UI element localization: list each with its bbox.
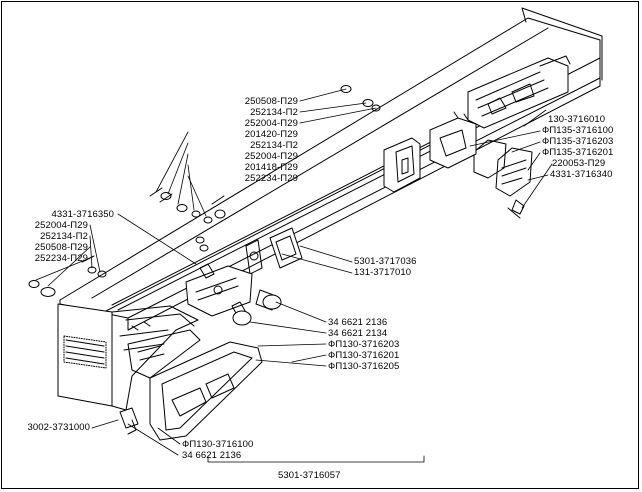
label-right-part-4: ФП135-3716201 — [542, 147, 614, 158]
label-top-fastener-5: 252134-П2 — [250, 140, 298, 151]
label-right-part-6: 4331-3716340 — [550, 169, 613, 180]
bulb-bottom — [119, 407, 139, 435]
right-lamp-small — [473, 139, 533, 219]
label-center-part-2: 131-3717010 — [354, 267, 412, 278]
left-lens-cover — [127, 329, 263, 441]
label-lower-right-5: ФП130-3716205 — [328, 361, 400, 372]
label-lower-right-1: 34 6621 2136 — [328, 317, 388, 328]
label-top-fastener-1: 250508-П29 — [244, 96, 298, 107]
label-top-fastener-8: 252234-П29 — [244, 173, 298, 184]
label-right-part-5: 220053-П29 — [552, 158, 606, 169]
label-lower-right-4: ФП130-3716201 — [328, 350, 400, 361]
label-right-part-2: ФП135-3716100 — [542, 125, 614, 136]
label-right-part-3: ФП135-3716203 — [542, 136, 614, 147]
label-lower-right-2: 34 6621 2134 — [328, 328, 388, 339]
label-top-fastener-3: 252004-П29 — [244, 118, 298, 129]
bulb-pair — [232, 294, 282, 326]
label-top-fastener-4: 201420-П29 — [244, 129, 298, 140]
label-top-fastener-6: 252004-П29 — [244, 151, 298, 162]
center-lamp-plate — [245, 227, 303, 275]
leader-lines — [35, 88, 553, 463]
label-bottom-left: 3002-3731000 — [27, 422, 90, 433]
label-assembly: 5301-3716057 — [278, 470, 341, 481]
label-bottom-center-2: 34 6621 2136 — [182, 450, 242, 461]
right-lamp-housing — [467, 55, 571, 129]
label-left-part-4: 250508-П29 — [34, 242, 88, 253]
label-left-part-3: 252134-П2 — [40, 231, 88, 242]
connector-block — [185, 263, 277, 321]
label-top-fastener-2: 252134-П2 — [250, 107, 298, 118]
label-left-part-2: 252004-П29 — [34, 220, 88, 231]
label-lower-right-3: ФП130-3716203 — [328, 339, 400, 350]
label-center-part-1: 5301-3717036 — [354, 256, 417, 267]
label-top-fastener-7: 201418-П29 — [244, 162, 298, 173]
right-connector-box — [429, 111, 477, 169]
center-bracket — [383, 137, 421, 193]
label-right-part-1: 130-3716010 — [548, 114, 606, 125]
label-left-part-1: 4331-3716350 — [51, 209, 114, 220]
label-bottom-center-1: ФП130-3716100 — [182, 439, 254, 450]
fastener-set-top — [149, 85, 381, 224]
label-left-part-5: 252234-П29 — [34, 253, 88, 264]
